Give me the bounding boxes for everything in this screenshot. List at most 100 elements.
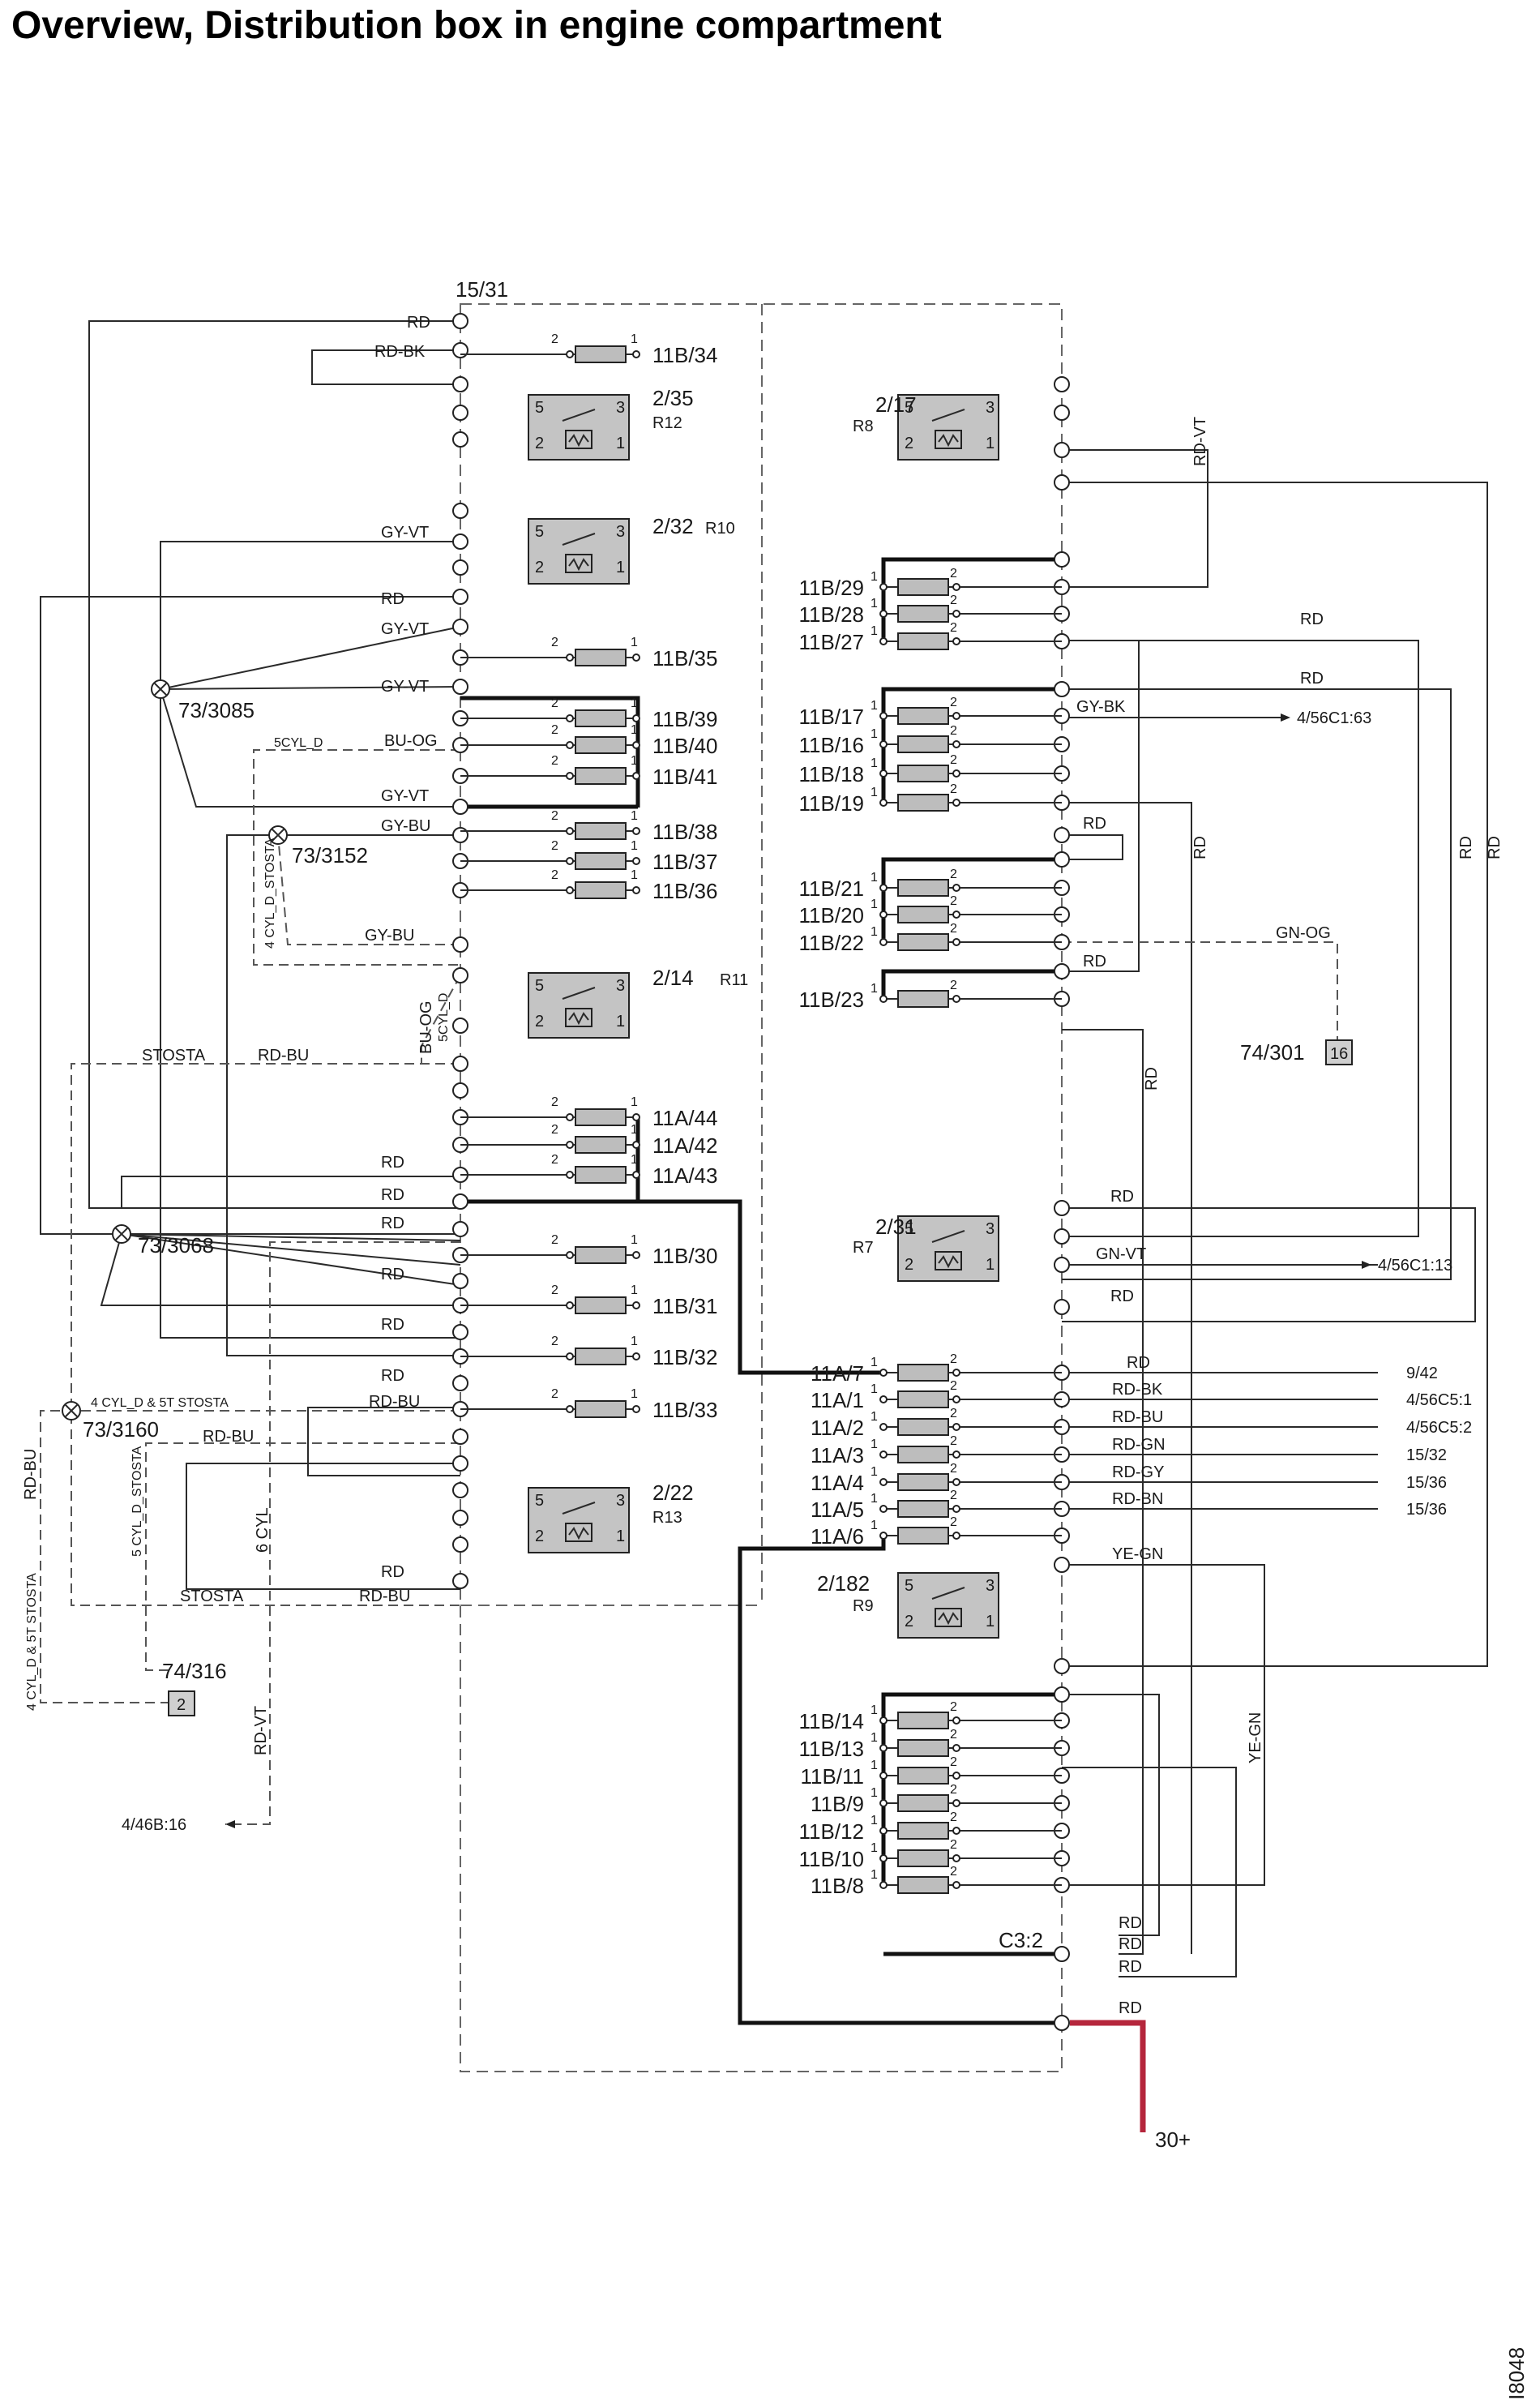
relay-pin: 1 [616,435,625,452]
wire-label-gy-bu-1: GY-BU [381,817,431,835]
fuse-pin-dot [566,1113,574,1121]
fuse-pin-number: 1 [871,1356,878,1369]
fuse-pin-dot [879,1716,888,1725]
fuse-pin-dot [879,1881,888,1889]
relay-label: 2/32 [652,514,694,538]
fuse-pin-number: 1 [871,699,878,713]
right-fuse [897,933,949,951]
fuse-pin-number: 1 [631,1095,638,1109]
wire-label-rd-gy: RD-GY [1112,1463,1164,1481]
fuse-pin-number: 1 [631,1153,638,1167]
fuse-pin-number: 2 [551,1283,558,1297]
wire-label-gy-vt-4: GY-VT [381,787,429,805]
right-fuse [897,632,949,650]
right-fuse [897,1767,949,1785]
fuse-pin-number: 2 [950,1755,957,1769]
relay-pin: 5 [535,523,544,541]
fuse-pin-number: 1 [871,982,878,996]
relay-pin: 2 [535,1013,544,1030]
fuse-pin-number: 2 [950,567,957,581]
fuse-pin-dot [952,1505,960,1513]
fuse-pin-number: 1 [871,756,878,770]
right-fuse [897,1876,949,1894]
fuse-pin-dot [879,1854,888,1862]
splice-symbols [62,679,288,1420]
fuse-pin-number: 1 [871,898,878,911]
fuse-pin-number: 1 [631,754,638,768]
fuse-pin-number: 1 [871,624,878,638]
variant-note-4cyl-stosta: 4 CYL_D_STOSTA [263,838,277,949]
fuse-pin-dot [879,1369,888,1377]
fuse-pin-number: 2 [950,868,957,881]
fuse-pin-number: 2 [950,1515,957,1529]
right-fuse-label: 11B/8 [811,1874,864,1898]
fuse-pin-number: 1 [631,1335,638,1348]
relay-pin: 5 [535,1492,544,1510]
left-fuse [575,852,627,870]
dest-4-56c1-13: 4/56C1:13 [1378,1257,1452,1275]
relay-sub-label: R9 [853,1597,874,1615]
relay-contact [562,1502,596,1515]
fuse-pin-number: 1 [871,786,878,799]
right-fuse [897,879,949,897]
relay-resistor [938,1612,959,1626]
fuse-pin-dot [879,1505,888,1513]
destinations: 4/56C1:63 4/56C1:13 9/42 4/56C5:1 4/56C5… [122,709,1472,1834]
wire-label-rd-vert-1: RD [1191,836,1209,859]
fuse-pin-number: 2 [551,723,558,737]
fuse-pin-dot [879,884,888,892]
fuse-pin-dot [879,1827,888,1835]
fuse-pin-number: 1 [631,1233,638,1247]
fuse-pin-dot [952,610,960,618]
right-fuse [897,1712,949,1729]
wire-label-rd-c3: RD [1119,1958,1142,1976]
fuse-pin-number: 1 [871,570,878,584]
relay-contact [931,1230,965,1243]
fuse-pin-dot [632,772,640,780]
wire-label-rd-r7: RD [1127,1354,1150,1372]
fuse-pin-dot [632,886,640,894]
relay-label: 2/14 [652,966,694,990]
fuse-pin-number: 2 [551,809,558,823]
fuse-pin-dot [952,1532,960,1540]
relay-sub-label: R10 [705,520,735,538]
wire-label-stosta-2: STOSTA [180,1587,244,1605]
relay-coil [565,1523,592,1542]
dest-15-36-a: 15/36 [1406,1474,1447,1492]
variant-note-4cyl-5t-1: 4 CYL_D & 5T STOSTA [91,1396,229,1410]
wire-label-gn-vt: GN-VT [1096,1245,1146,1263]
fuse-pin-dot [879,799,888,807]
fuse-pin-dot [566,1171,574,1179]
fuse-pin-number: 2 [950,922,957,936]
fuse-pin-number: 2 [950,696,957,709]
fuse-pin-dot [952,884,960,892]
relay-sub-label: R8 [853,418,874,435]
relay-pin: 3 [616,977,625,995]
left-fuse-label: 11B/31 [652,1294,717,1318]
left-fuse [575,1136,627,1154]
fuse-pin-dot [952,637,960,645]
fuse-pin-number: 2 [950,1489,957,1502]
fuse-pin-dot [879,610,888,618]
fuse-pin-number: 2 [551,839,558,853]
wire-label-rd-c2: RD [1119,1935,1142,1953]
relay-pin: 5 [535,399,544,417]
right-fuse [897,1473,949,1491]
fuse-pin-dot [566,857,574,865]
left-fuse-label: 11B/41 [652,765,717,789]
wire-label-bu-og-vert: BU-OG [417,1000,435,1054]
fuse-pin-number: 1 [871,727,878,741]
relay-coil [565,554,592,573]
fuse-pin-dot [879,995,888,1003]
wire-label-rd-vert-3: RD [1457,836,1475,859]
fuse-pin-dot [952,1744,960,1752]
fuse-pin-dot [566,1141,574,1149]
fuse-pin-number: 1 [631,839,638,853]
relay-contact [931,1587,965,1600]
fuse-pin-dot [952,1854,960,1862]
left-fuse-label: 11B/40 [652,734,717,758]
left-fuse-label: 11B/32 [652,1345,717,1369]
wire-label-rd-r5: RD [1110,1188,1134,1206]
wire-label-rd-4: RD [381,1186,404,1204]
fuse-pin-number: 1 [871,1382,878,1396]
